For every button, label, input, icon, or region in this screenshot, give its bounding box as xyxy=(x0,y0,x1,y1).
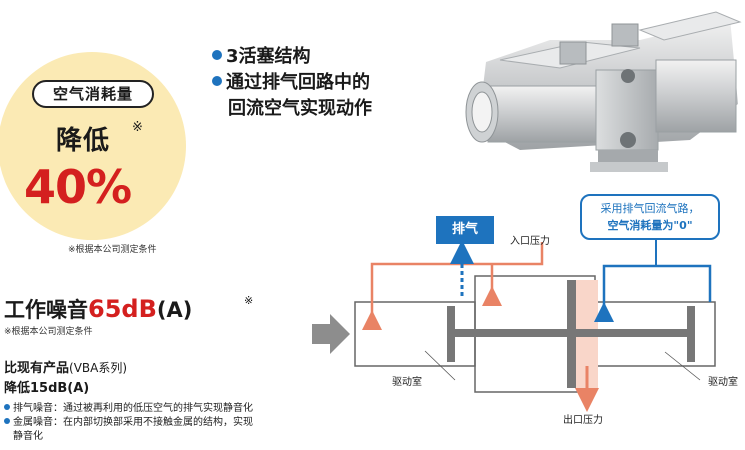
description-item-1: 排气噪音：通过被再利用的低压空气的排气实现静音化 xyxy=(4,402,253,416)
feature-bullet-2: 通过排气回路中的 xyxy=(212,70,370,96)
transition-arrow-icon xyxy=(312,314,350,354)
drive-chamber-left-label: 驱动室 xyxy=(392,377,422,388)
bullet-dot-icon xyxy=(212,76,222,86)
description-item-2-cont: 静音化 xyxy=(13,431,43,442)
reduce-label: 降低 xyxy=(56,126,111,156)
bullet-dot-icon xyxy=(4,404,10,410)
piston-rod xyxy=(452,329,690,337)
drive-chamber-right-label: 驱动室 xyxy=(708,377,738,388)
exhaust-label: 排气 xyxy=(436,216,494,244)
comparison-line-1: 比现有产品(VBA系列) xyxy=(4,361,128,376)
feature-bullet-2-cont: 回流空气实现动作 xyxy=(228,98,372,119)
outlet-pressure-label: 出口压力 xyxy=(563,415,603,426)
reduction-percent: 40% xyxy=(24,160,132,214)
consumption-pill: 空气消耗量 xyxy=(32,80,154,108)
noise-value: 65dB xyxy=(88,295,157,323)
bullet-dot-icon xyxy=(4,418,10,424)
noise-title: 工作噪音65dB(A) xyxy=(4,295,193,323)
inlet-pressure-label: 入口压力 xyxy=(510,236,550,247)
return-air-callout: 采用排气回流气路， 空气消耗量为"0" xyxy=(580,194,720,240)
comparison-line-2: 降低15dB(A) xyxy=(4,381,90,396)
noise-footnote: ※根据本公司测定条件 xyxy=(4,327,93,337)
badge-footnote: ※根据本公司测定条件 xyxy=(68,245,157,255)
bullet-dot-icon xyxy=(212,50,222,60)
product-photo xyxy=(465,11,742,172)
reduce-footnote-mark: ※ xyxy=(132,120,143,135)
feature-bullet-1: 3活塞结构 xyxy=(212,44,311,70)
noise-footnote-mark: ※ xyxy=(244,294,254,307)
description-item-2: 金属噪音：在内部切换部采用不接触金属的结构，实现 xyxy=(4,416,253,430)
noise-unit: (A) xyxy=(156,298,193,322)
